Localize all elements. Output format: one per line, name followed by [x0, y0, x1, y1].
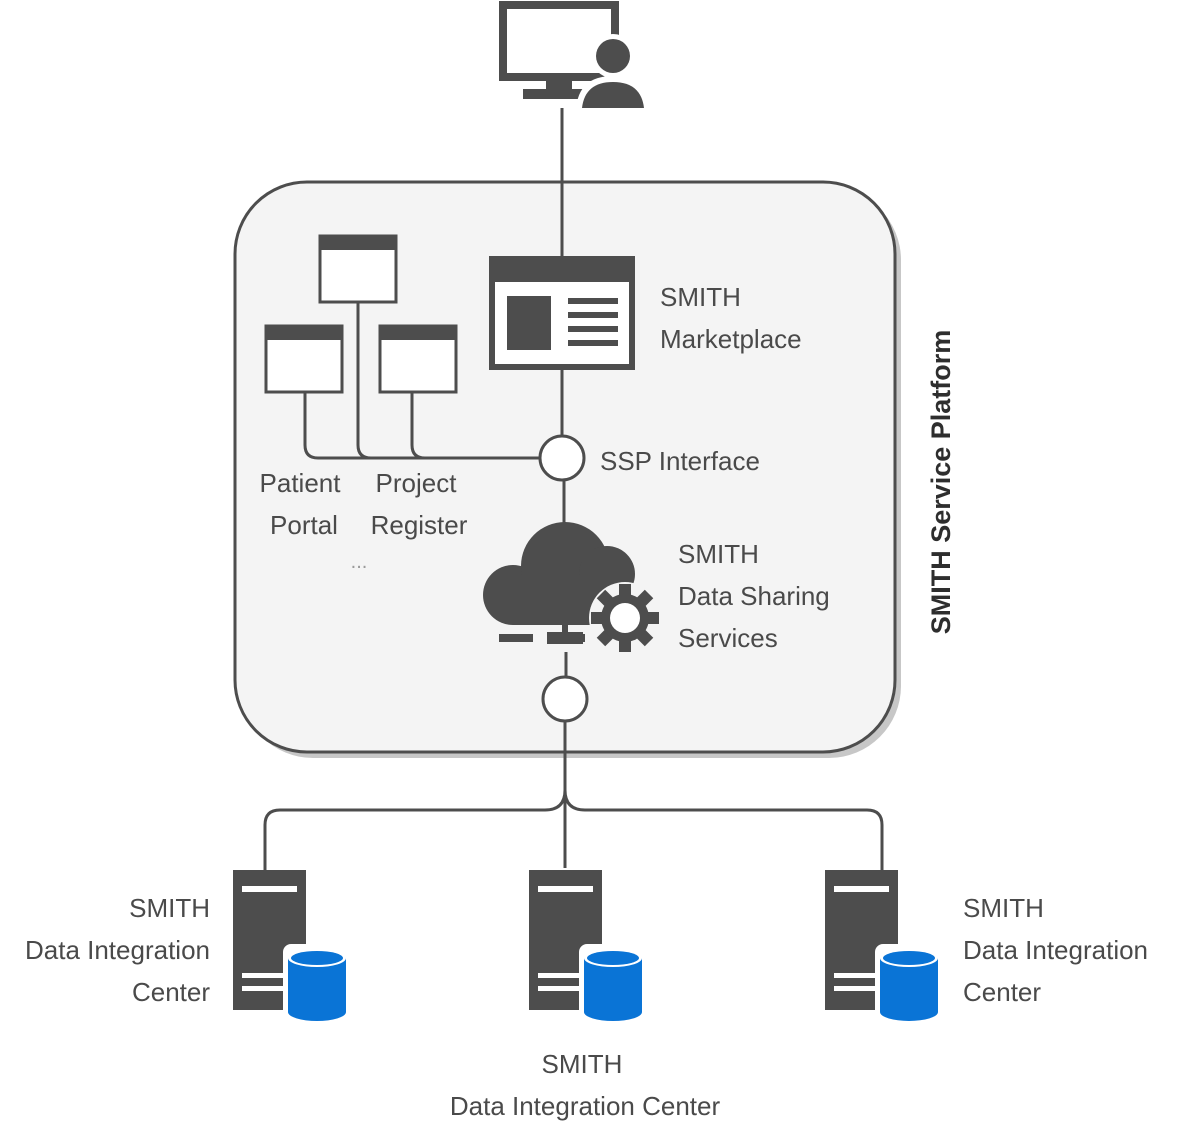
user-monitor-icon [499, 1, 650, 110]
patient-portal-label-line1: Patient [260, 468, 342, 498]
dic-left-label-line3: Center [132, 977, 210, 1007]
patient-portal-label-line2: Portal [270, 510, 338, 540]
branch-right-line [563, 789, 884, 870]
branch-left-line [263, 789, 567, 870]
dic-right-label-line2: Data Integration [963, 935, 1148, 965]
gear-icon [589, 582, 661, 654]
dic-left-label-line2: Data Integration [25, 935, 210, 965]
cloud-gear-icon [483, 522, 661, 654]
marketplace-icon [489, 256, 635, 370]
more-apps-ellipsis: ... [351, 551, 368, 573]
marketplace-label-line2: Marketplace [660, 324, 802, 354]
patient-portal-window-icon [264, 324, 344, 394]
connectors [263, 108, 884, 870]
server-database-icon-center [529, 870, 649, 1026]
dic-center-label-line1: SMITH [542, 1049, 623, 1079]
patient-portal-line [303, 392, 540, 460]
project-register-label-line2: Register [371, 510, 468, 540]
ssp-interface-label: SSP Interface [600, 446, 760, 476]
app-window-icon-top [318, 234, 398, 304]
platform-title: SMITH Service Platform [926, 330, 956, 635]
dic-center-label-line2: Data Integration Center [450, 1091, 721, 1121]
server-database-icon-right [825, 870, 945, 1026]
app-top-line [356, 302, 372, 460]
dic-right-label-line1: SMITH [963, 893, 1044, 923]
dss-label-line1: SMITH [678, 539, 759, 569]
dic-left-label-line1: SMITH [129, 893, 210, 923]
ssp-interface-node [538, 434, 586, 482]
dss-label-line2: Data Sharing [678, 581, 830, 611]
marketplace-label-line1: SMITH [660, 282, 741, 312]
dss-label-line3: Services [678, 623, 778, 653]
project-register-line [410, 392, 426, 460]
project-register-label-line1: Project [376, 468, 458, 498]
platform-connector-node [541, 675, 589, 723]
server-database-icon-left [233, 870, 353, 1026]
dic-right-label-line3: Center [963, 977, 1041, 1007]
project-register-window-icon [378, 324, 458, 394]
